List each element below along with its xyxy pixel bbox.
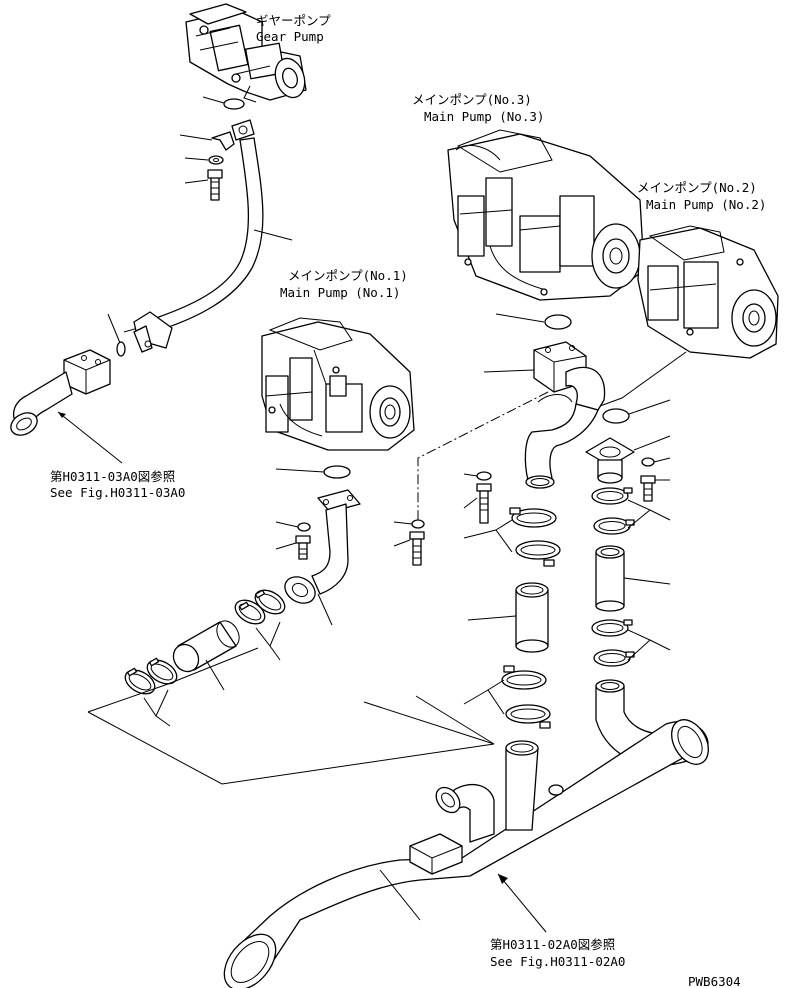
washer-pump1 xyxy=(297,522,311,532)
bolt-middle xyxy=(476,483,492,524)
elbow-pump3 xyxy=(524,341,606,489)
o-ring-left xyxy=(116,341,126,357)
main-pump-2 xyxy=(637,225,779,359)
washer-right xyxy=(641,457,655,467)
gear-pump xyxy=(185,3,307,103)
main-pump1-jp-label: メインポンプ(No.1) xyxy=(288,268,408,283)
clamps-right-lower xyxy=(591,619,635,667)
bolt-pump1 xyxy=(295,535,311,560)
clamps-right-upper xyxy=(591,487,635,535)
clamp-washer-bolt-upper xyxy=(207,131,235,201)
o-ring-pump1 xyxy=(323,465,351,479)
main-pump2-jp-label: メインポンプ(No.2) xyxy=(637,180,757,195)
suction-pipe xyxy=(223,679,709,988)
main-pump3-en-label: Main Pump (No.3) xyxy=(424,109,544,124)
gear-pump-jp-label: ギヤーポンプ xyxy=(256,13,331,28)
drawing-id: PWB6304 xyxy=(688,974,741,988)
main-pump1-en-label: Main Pump (No.1) xyxy=(280,285,400,300)
clamps-center-lower xyxy=(501,665,551,729)
o-ring-right xyxy=(602,408,630,424)
gear-pump-en-label: Gear Pump xyxy=(256,29,324,44)
clamps-center-upper xyxy=(509,507,561,567)
hose-pump1 xyxy=(172,620,240,673)
washer-center xyxy=(411,519,425,529)
ref-left-jp-label: 第H0311-03A0図参照 xyxy=(50,469,175,484)
elbow-pump1 xyxy=(284,489,361,604)
main-pump3-jp-label: メインポンプ(No.3) xyxy=(412,92,532,107)
assembly-outline xyxy=(363,701,495,745)
left-block-pipe xyxy=(10,349,111,436)
ref-bottom-en-label: See Fig.H0311-02A0 xyxy=(490,954,625,969)
flange-right xyxy=(585,437,635,484)
o-ring-pump3 xyxy=(544,314,572,330)
hose-center xyxy=(515,582,549,653)
hose-right xyxy=(595,545,625,612)
clamps-pump1 xyxy=(234,589,286,625)
o-ring xyxy=(223,98,245,110)
bolt-right xyxy=(640,475,656,502)
main-pump-1 xyxy=(261,317,415,451)
washer-middle xyxy=(476,471,492,481)
main-pump-3 xyxy=(447,129,645,301)
main-pump2-en-label: Main Pump (No.2) xyxy=(646,197,766,212)
hose-gear-pump xyxy=(123,119,264,353)
bolt-center xyxy=(409,531,425,566)
clamps-lower-left xyxy=(124,657,178,695)
ref-bottom-jp-label: 第H0311-02A0図参照 xyxy=(490,937,615,952)
ref-left-en-label: See Fig.H0311-03A0 xyxy=(50,485,185,500)
